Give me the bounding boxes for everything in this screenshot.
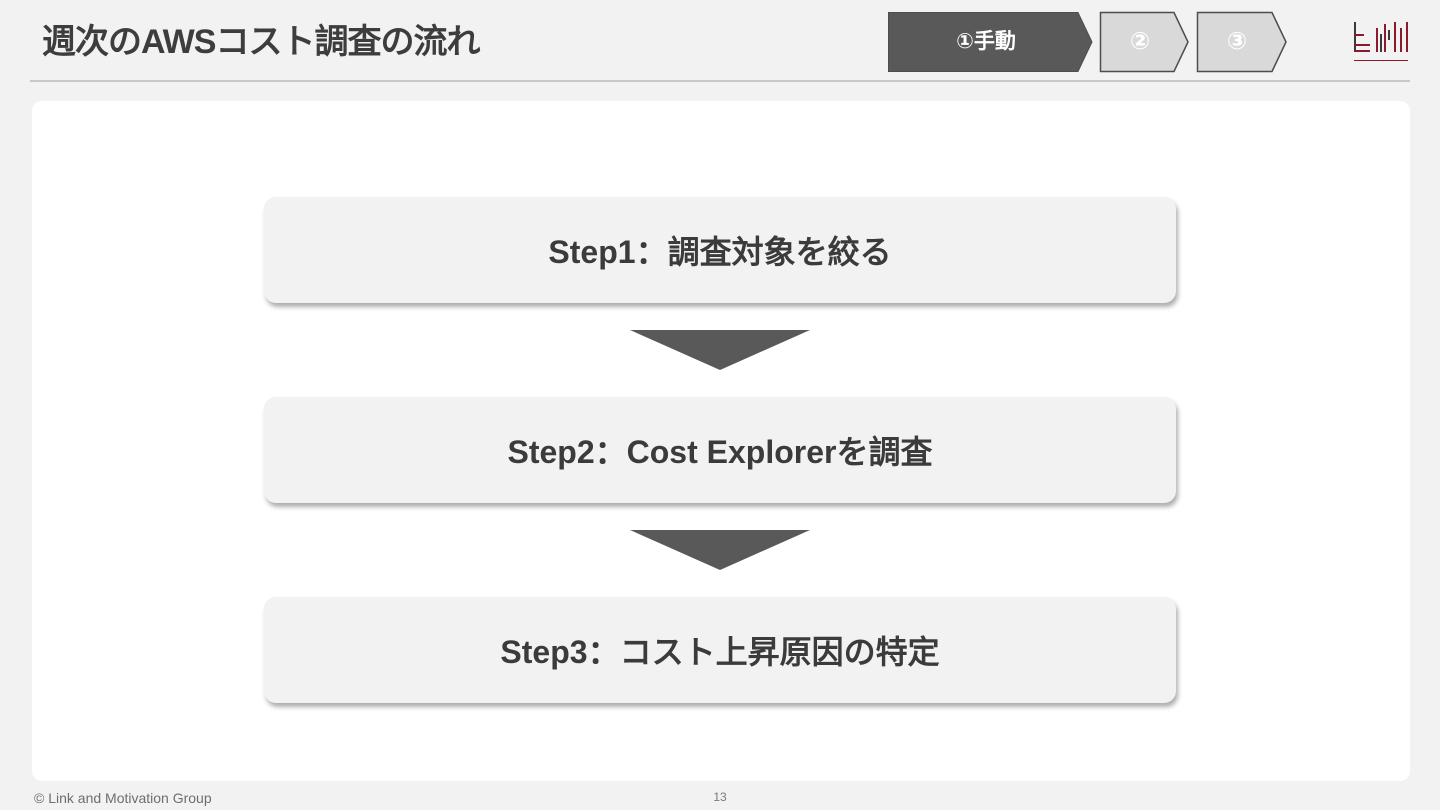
down-triangle-icon: [630, 530, 810, 570]
step-3-chevron: [1196, 11, 1287, 73]
step-1-label: ①手動: [956, 30, 1016, 53]
slide-title: 週次のAWSコスト調査の流れ: [42, 23, 480, 61]
progress-steps: ①手動 ② ③: [888, 11, 1288, 73]
step-3-label: ③: [1226, 28, 1248, 55]
progress-steps-graphic: [888, 11, 1287, 73]
step-2-label: ②: [1129, 28, 1151, 55]
page-number: 13: [713, 790, 727, 804]
down-triangle-icon: [630, 330, 810, 370]
step-1-chevron: [888, 12, 1093, 72]
flow-step-2: Step2：Cost Explorerを調査: [264, 397, 1176, 503]
company-logo: [1352, 20, 1412, 66]
title-divider: [30, 80, 1410, 82]
link-and-motivation-logo-icon: [1354, 22, 1408, 61]
flow-step-1: Step1：調査対象を絞る: [264, 197, 1176, 303]
flow-step-3: Step3：コスト上昇原因の特定: [264, 597, 1176, 703]
footer-copyright: © Link and Motivation Group: [34, 790, 212, 806]
step-2-chevron: [1099, 11, 1189, 73]
